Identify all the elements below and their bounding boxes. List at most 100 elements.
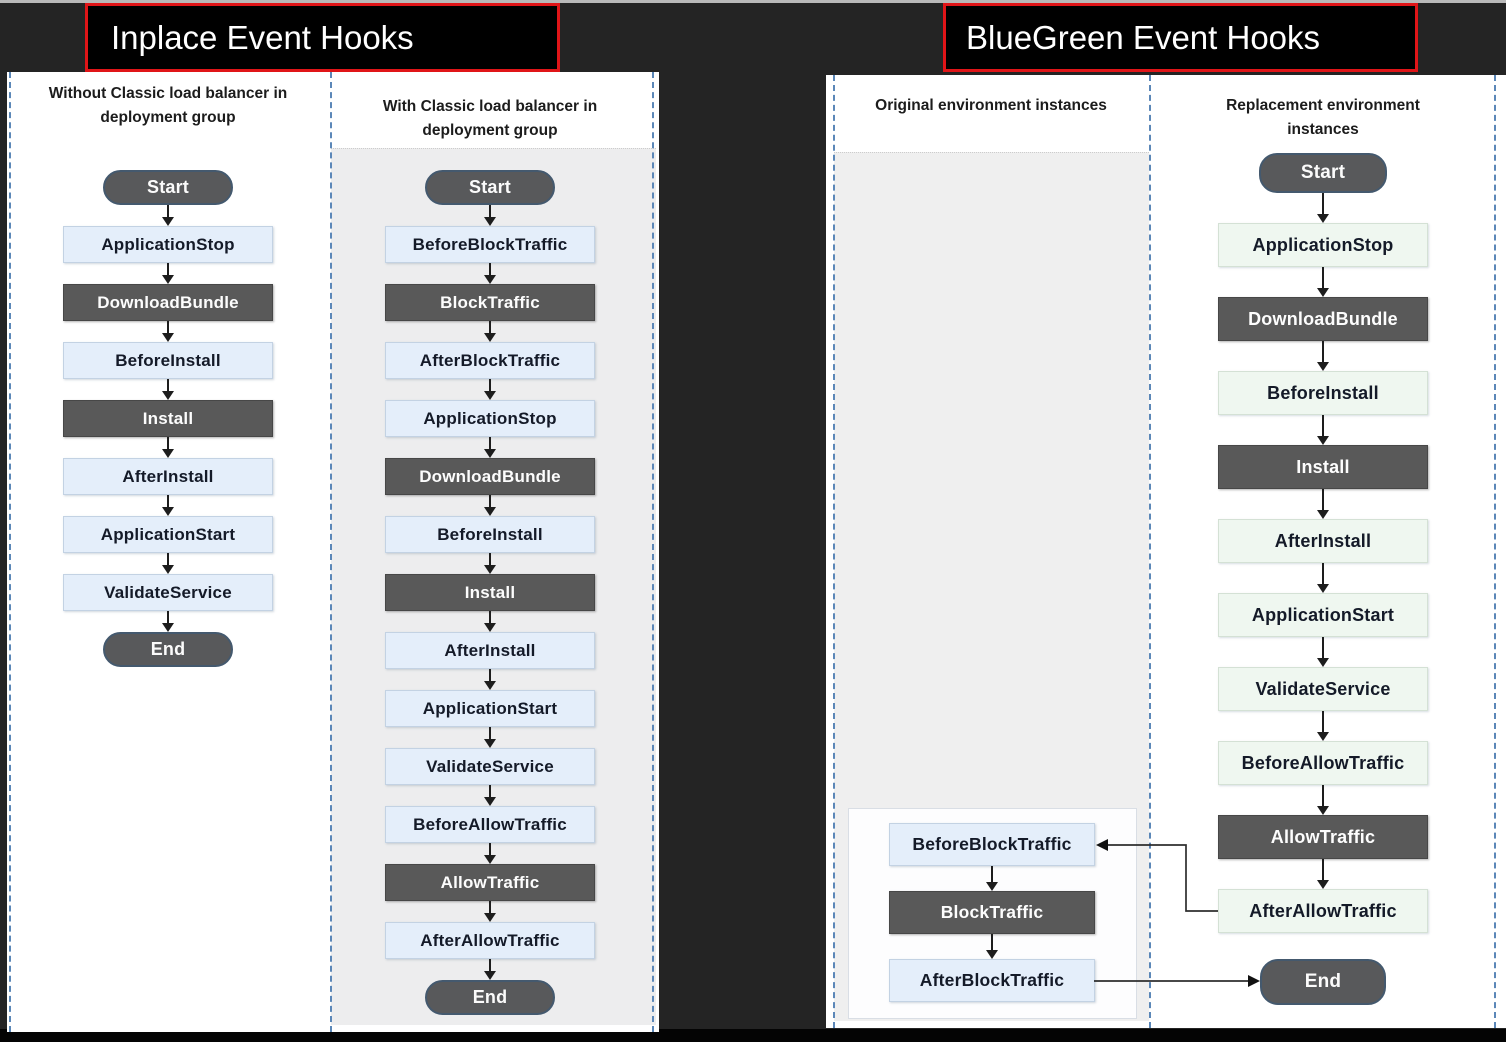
arrow-shaft [1322,415,1324,436]
arrow-shaft [1322,785,1324,806]
flow-arrow-down-icon [484,669,496,690]
arrow-head-icon [162,333,174,342]
arrow-head-icon [986,950,998,959]
arrow-shaft [489,263,491,275]
flow-arrow-down-icon [484,727,496,748]
arrow-head-icon [162,275,174,284]
flow-node-afterinstall: AfterInstall [1218,519,1428,563]
arrow-shaft [167,437,169,449]
arrow-shaft [167,553,169,565]
flow-node-beforeallowtraffic: BeforeAllowTraffic [1218,741,1428,785]
flow-node-install: Install [385,574,595,611]
arrow-head-icon [484,275,496,284]
flow-arrow-down-icon [484,843,496,864]
top-edge-strip [0,0,1506,3]
arrow-head-icon [162,565,174,574]
flow-node-install: Install [1218,445,1428,489]
arrow-shaft [167,263,169,275]
flow-node-beforeinstall: BeforeInstall [63,342,273,379]
arrow-shaft [1322,267,1324,288]
flow-arrow-down-icon [484,553,496,574]
flow-node-end: End [1260,959,1386,1005]
flow-node-allowtraffic: AllowTraffic [1218,815,1428,859]
arrow-shaft [167,611,169,623]
arrow-head-icon [1317,732,1329,741]
arrow-shaft [489,495,491,507]
flow-arrow-down-icon [1317,859,1329,889]
flow-node-end: End [425,980,555,1015]
flow-node-validateservice: ValidateService [63,574,273,611]
arrow-head-icon [1317,584,1329,593]
flow-node-beforeinstall: BeforeInstall [385,516,595,553]
flow-arrow-down-icon [1317,267,1329,297]
arrow-head-icon [484,449,496,458]
column-header-with-lb: With Classic load balancer in deployment… [382,98,598,140]
arrow-shaft [167,495,169,507]
flow-arrow-down-icon [162,495,174,516]
arrow-shaft [489,727,491,739]
arrow-head-icon [1317,288,1329,297]
inplace-title: Inplace Event Hooks [85,3,560,72]
arrow-head-icon [484,217,496,226]
arrow-shaft [1322,193,1324,214]
flow-node-downloadbundle: DownloadBundle [63,284,273,321]
arrow-shaft [991,866,993,882]
flow-node-validateservice: ValidateService [1218,667,1428,711]
flow-node-allowtraffic: AllowTraffic [385,864,595,901]
flow-node-afterallowtraffic: AfterAllowTraffic [385,922,595,959]
flow-arrow-down-icon [986,934,998,959]
arrow-shaft [1322,563,1324,584]
flow-node-applicationstart: ApplicationStart [385,690,595,727]
flow-node-applicationstop: ApplicationStop [1218,223,1428,267]
arrow-shaft [489,437,491,449]
arrow-shaft [167,321,169,333]
flow-node-install: Install [63,400,273,437]
arrow-head-icon [986,882,998,891]
arrow-head-icon [162,391,174,400]
arrow-shaft [489,379,491,391]
flow-node-validateservice: ValidateService [385,748,595,785]
flow-arrow-down-icon [484,611,496,632]
arrow-head-icon [1317,658,1329,667]
flow-node-afterinstall: AfterInstall [63,458,273,495]
flow-node-blocktraffic: BlockTraffic [889,891,1095,934]
arrow-head-icon [484,623,496,632]
flow-node-afterblocktraffic: AfterBlockTraffic [385,342,595,379]
flow-node-applicationstop: ApplicationStop [63,226,273,263]
arrow-shaft [489,205,491,217]
arrow-head-icon [1317,510,1329,519]
arrow-shaft [167,379,169,391]
flow-node-downloadbundle: DownloadBundle [1218,297,1428,341]
arrow-head-icon [484,507,496,516]
flow-node-start: Start [425,170,555,205]
flow-arrow-down-icon [162,205,174,226]
arrow-head-icon [1317,362,1329,371]
bottom-edge-strip [0,1029,1506,1042]
arrow-shaft [1322,489,1324,510]
flow-arrow-down-icon [162,611,174,632]
arrow-head-icon [484,971,496,980]
column-header-replacement-env: Replacement environment instances [1226,97,1420,139]
flow-node-afterblocktraffic: AfterBlockTraffic [889,959,1095,1002]
bluegreen-title: BlueGreen Event Hooks [943,3,1418,72]
flow-arrow-down-icon [484,785,496,806]
arrow-shaft [489,611,491,623]
arrow-head-icon [162,449,174,458]
arrow-head-icon [484,855,496,864]
arrow-shaft [489,901,491,913]
dashed-guide-right [1494,75,1496,1028]
inplace-title-label: Inplace Event Hooks [111,18,414,56]
flow-node-applicationstart: ApplicationStart [1218,593,1428,637]
arrow-shaft [489,669,491,681]
flow-arrow-down-icon [162,379,174,400]
arrow-shaft [489,843,491,855]
flow-node-afterallowtraffic: AfterAllowTraffic [1218,889,1428,933]
bluegreen-panel: Original environment instances Replaceme… [826,75,1506,1028]
arrow-shaft [489,553,491,565]
dashed-guide-left [9,72,11,1032]
inplace-panel: Without Classic load balancer in deploym… [7,72,659,1032]
arrow-head-icon [484,797,496,806]
